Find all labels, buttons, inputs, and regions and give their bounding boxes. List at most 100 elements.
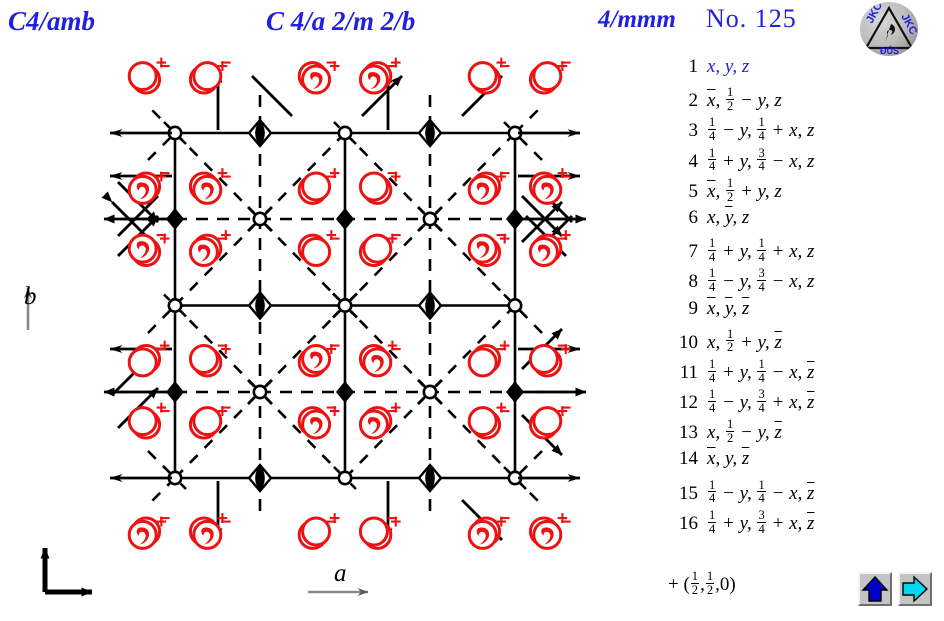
gp-point-comma: + [467, 167, 507, 205]
height-plus-label: + [390, 167, 401, 188]
height-minus-label: − [329, 336, 340, 357]
gp-point: + [192, 339, 231, 378]
gp-point: + [301, 164, 340, 202]
height-plus-label: + [159, 229, 170, 250]
jkc-logo: JKC JKC ÐÚS [860, 2, 918, 56]
height-minus-label: − [390, 226, 401, 247]
operation-index: 5 [688, 180, 699, 202]
operation-expression: x, y, z [707, 206, 750, 228]
height-minus-label: − [387, 164, 398, 185]
gp-point-comma: − [467, 226, 507, 264]
gp-point-comma: − [127, 226, 167, 264]
gp-point: + [358, 229, 398, 267]
gp-point: − [192, 53, 231, 92]
height-plus-label: + [390, 53, 401, 74]
height-plus-label: + [499, 229, 510, 250]
gp-point: − [532, 53, 571, 92]
symmetry-operation-row: 6 x, y, z [668, 207, 918, 237]
gp-point-comma: + [362, 53, 401, 92]
gp-point-comma: + [127, 167, 167, 205]
axis-a-label: a [334, 560, 347, 587]
gp-point: − [532, 398, 571, 437]
gp-point: − [297, 167, 337, 205]
height-minus-label: − [496, 339, 507, 360]
height-minus-label: − [217, 336, 228, 357]
height-plus-label: + [217, 402, 228, 423]
gp-point: − [188, 336, 228, 374]
gp-point: + [188, 402, 228, 440]
gp-point-comma: − [301, 336, 340, 374]
height-plus-label: + [557, 57, 568, 78]
gp-point: + [532, 339, 571, 378]
gp-point-comma: − [188, 229, 228, 267]
gp-point: + [471, 336, 510, 374]
height-minus-label: − [560, 398, 571, 419]
gp-point-comma: + [467, 512, 507, 550]
height-minus-label: − [326, 398, 337, 419]
gp-point: − [131, 402, 170, 440]
height-minus-label: − [159, 402, 170, 423]
gp-point: − [358, 509, 398, 547]
operation-index: 3 [688, 120, 699, 142]
gp-point: − [471, 402, 510, 440]
gp-point: + [131, 336, 170, 374]
height-minus-label: − [387, 57, 398, 78]
height-plus-label: + [217, 164, 228, 185]
height-minus-label: − [557, 229, 568, 250]
gp-point: − [358, 164, 398, 202]
height-minus-label: − [156, 226, 167, 247]
height-minus-label: − [387, 402, 398, 423]
height-plus-label: + [496, 167, 507, 188]
operation-index: 15 [679, 482, 698, 504]
nav-up-button[interactable] [858, 572, 892, 606]
operation-index: 6 [688, 206, 699, 228]
height-minus-label: − [499, 57, 510, 78]
height-plus-label: + [329, 509, 340, 530]
height-plus-label: + [156, 512, 167, 533]
height-plus-label: + [560, 339, 571, 360]
general-position-points: ++++++++++++++++++−−−−−−−−−−−−−−−−−−−−−−… [127, 53, 571, 550]
height-minus-label: − [159, 57, 170, 78]
height-minus-label: − [557, 336, 568, 357]
height-plus-label: + [220, 226, 231, 247]
gp-point: + [528, 57, 568, 95]
gp-point-comma: − [471, 509, 510, 547]
gp-point-comma: + [532, 226, 571, 264]
gp-point-comma: − [532, 512, 571, 550]
gp-point-comma: − [192, 512, 231, 550]
gp-point: + [297, 226, 337, 264]
nav-right-button[interactable] [898, 572, 932, 606]
gp-point: − [528, 336, 568, 374]
gp-point-comma: + [188, 164, 228, 202]
gp-point-comma: + [528, 509, 568, 547]
gp-point-comma: − [528, 229, 568, 267]
right-arrow-icon [902, 575, 929, 603]
gp-point-comma: + [192, 226, 231, 264]
svg-text:ÐÚS: ÐÚS [880, 45, 899, 56]
height-plus-label: + [557, 509, 568, 530]
height-plus-label: + [329, 402, 340, 423]
height-plus-label: + [326, 226, 337, 247]
height-minus-label: − [496, 226, 507, 247]
height-plus-label: + [390, 512, 401, 533]
height-plus-label: + [560, 226, 571, 247]
height-minus-label: − [390, 339, 401, 360]
height-plus-label: + [329, 164, 340, 185]
height-minus-label: − [499, 164, 510, 185]
height-plus-label: + [217, 57, 228, 78]
gp-point: − [301, 229, 340, 267]
gp-point-comma: − [358, 57, 398, 95]
